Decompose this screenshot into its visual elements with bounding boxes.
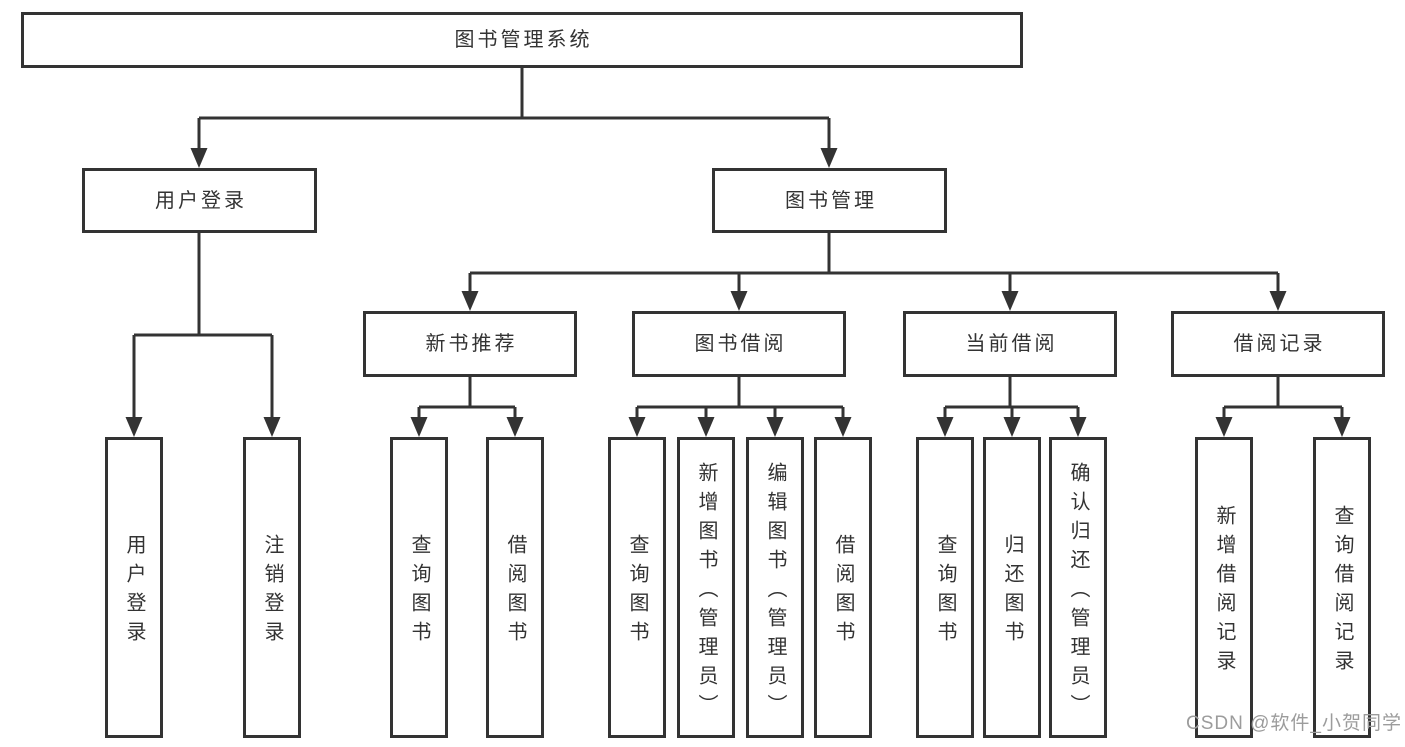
- arrow-down-icon: [834, 417, 852, 437]
- node-root: 图书管理系统: [21, 12, 1023, 68]
- arrow-down-icon: [1069, 417, 1087, 437]
- node-borrow-records: 借阅记录: [1171, 311, 1385, 377]
- arrow-down-icon: [766, 417, 784, 437]
- leaf-query-books-recommend: 查询图书: [390, 437, 448, 738]
- arrow-down-icon: [506, 417, 524, 437]
- leaf-add-book-admin: 新增图书（管理员）: [677, 437, 735, 738]
- arrow-down-icon: [263, 417, 281, 437]
- arrow-down-icon: [1215, 417, 1233, 437]
- leaf-query-books-borrow: 查询图书: [608, 437, 666, 738]
- watermark: CSDN @软件_小贺同学: [1186, 713, 1402, 734]
- leaf-query-books-current: 查询图书: [916, 437, 974, 738]
- node-user-login: 用户登录: [82, 168, 317, 233]
- leaf-borrow-books: 借阅图书: [814, 437, 872, 738]
- arrow-down-icon: [628, 417, 646, 437]
- arrow-down-icon: [730, 291, 748, 311]
- arrow-down-icon: [190, 148, 208, 168]
- leaf-logout: 注销登录: [243, 437, 301, 738]
- arrow-down-icon: [936, 417, 954, 437]
- leaf-return-book: 归还图书: [983, 437, 1041, 738]
- arrow-down-icon: [1001, 291, 1019, 311]
- arrow-down-icon: [125, 417, 143, 437]
- node-book-borrow: 图书借阅: [632, 311, 846, 377]
- arrow-down-icon: [410, 417, 428, 437]
- arrow-down-icon: [1003, 417, 1021, 437]
- leaf-borrow-books-recommend: 借阅图书: [486, 437, 544, 738]
- leaf-user-login: 用户登录: [105, 437, 163, 738]
- node-new-book-recommend: 新书推荐: [363, 311, 577, 377]
- node-current-borrow: 当前借阅: [903, 311, 1117, 377]
- leaf-edit-book-admin: 编辑图书（管理员）: [746, 437, 804, 738]
- arrow-down-icon: [820, 148, 838, 168]
- leaf-confirm-return-admin: 确认归还（管理员）: [1049, 437, 1107, 738]
- node-book-management: 图书管理: [712, 168, 947, 233]
- leaf-query-borrow-record: 查询借阅记录: [1313, 437, 1371, 738]
- arrow-down-icon: [1333, 417, 1351, 437]
- leaf-add-borrow-record: 新增借阅记录: [1195, 437, 1253, 738]
- arrow-down-icon: [1269, 291, 1287, 311]
- arrow-down-icon: [697, 417, 715, 437]
- arrow-down-icon: [461, 291, 479, 311]
